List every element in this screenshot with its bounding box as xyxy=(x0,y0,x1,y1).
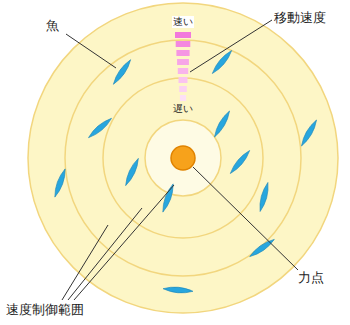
speed-bar-segment xyxy=(176,50,189,56)
fish xyxy=(123,157,141,187)
callout-label: 魚 xyxy=(46,18,59,34)
fish xyxy=(228,149,251,176)
speed-bar-segment xyxy=(180,95,186,101)
force-point xyxy=(171,146,195,170)
fish xyxy=(248,237,276,259)
fish xyxy=(210,49,233,76)
fish xyxy=(111,58,133,86)
leader-lines xyxy=(62,20,298,300)
callout-label: 速度制御範囲 xyxy=(6,302,84,318)
speed-rings xyxy=(28,3,338,313)
callout-label: 力点 xyxy=(298,270,324,286)
fish-group xyxy=(52,49,319,294)
scale-label: 速い xyxy=(172,16,194,28)
fish xyxy=(163,286,193,294)
fish xyxy=(87,116,114,139)
speed-bar-segment xyxy=(179,86,187,92)
speed-bar-segment xyxy=(175,32,191,38)
fish xyxy=(212,110,232,139)
speed-bar-segment xyxy=(179,77,188,83)
fish xyxy=(52,168,67,198)
speed-bar xyxy=(175,32,191,101)
speed-bar-segment xyxy=(178,68,188,74)
fish xyxy=(257,182,270,212)
speed-bar-segment xyxy=(177,59,189,65)
fish xyxy=(299,119,319,148)
speed-bar-segment xyxy=(176,41,191,47)
scale-label: 遅い xyxy=(172,103,194,115)
callout-label: 移動速度 xyxy=(274,10,326,26)
